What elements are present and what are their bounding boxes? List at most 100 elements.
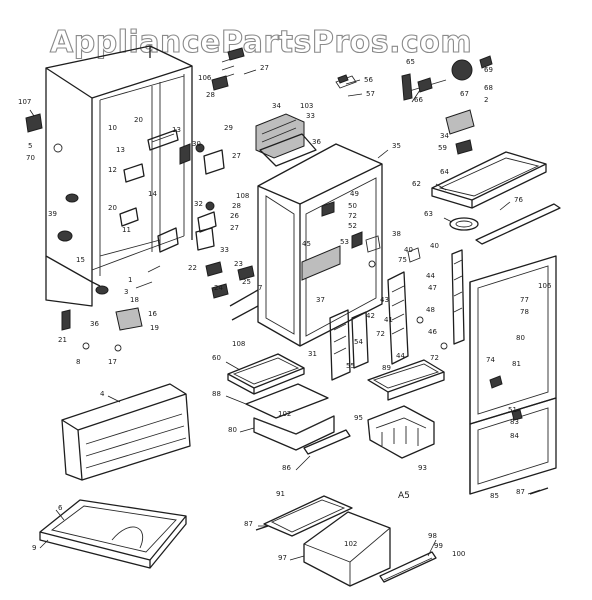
- label-80: 80: [516, 334, 525, 342]
- label-31: 31: [308, 350, 317, 358]
- label-22: 22: [188, 264, 197, 272]
- label-41: 41: [384, 316, 393, 324]
- label-106b: 106: [538, 282, 552, 290]
- label-98: 98: [428, 532, 437, 540]
- label-30: 30: [192, 140, 201, 148]
- label-5: 5: [28, 142, 32, 150]
- label-36b: 36: [312, 138, 321, 146]
- label-27: 27: [260, 64, 269, 72]
- label-36: 36: [90, 320, 99, 328]
- label-51: 51: [508, 406, 517, 414]
- label-43: 43: [380, 296, 389, 304]
- drain-pan: [39, 499, 187, 569]
- label-32: 32: [194, 200, 203, 208]
- label-77: 77: [520, 296, 529, 304]
- label-1: 1: [128, 276, 132, 284]
- label-49: 49: [350, 190, 359, 198]
- label-42: 42: [366, 312, 375, 320]
- label-37: 37: [316, 296, 325, 304]
- label-2: 2: [484, 96, 488, 104]
- label-72b: 72: [376, 330, 385, 338]
- label-12: 12: [108, 166, 117, 174]
- label-28: 28: [206, 91, 215, 99]
- label-15: 15: [76, 256, 85, 264]
- label-66: 66: [414, 96, 423, 104]
- label-87b: 87: [244, 520, 253, 528]
- label-93: 93: [418, 464, 427, 472]
- label-35: 35: [392, 142, 401, 150]
- label-A5: A5: [398, 491, 410, 501]
- label-33b: 33: [220, 246, 229, 254]
- label-29: 29: [224, 124, 233, 132]
- label-65: 65: [406, 58, 415, 66]
- label-56: 56: [364, 76, 373, 84]
- part-labels: 27 106 28 107 70 10 13 12 39 15 20 13 14…: [18, 58, 552, 562]
- watermark-text: AppliancePartsPros.com: [50, 25, 472, 60]
- label-11: 11: [122, 226, 131, 234]
- label-34: 34: [272, 102, 281, 110]
- label-69: 69: [484, 66, 493, 74]
- label-45: 45: [302, 240, 311, 248]
- center-hardware: [329, 235, 465, 381]
- label-44: 44: [426, 272, 435, 280]
- label-6: 6: [58, 504, 63, 512]
- label-33: 33: [306, 112, 315, 120]
- cabinet-hardware: [25, 47, 245, 352]
- label-55: 55: [346, 362, 355, 370]
- label-91: 91: [276, 490, 285, 498]
- label-64: 64: [440, 168, 449, 176]
- label-108b: 108: [232, 340, 245, 348]
- label-40b: 40: [430, 242, 439, 250]
- label-108: 108: [236, 192, 249, 200]
- label-7: 7: [258, 284, 262, 292]
- label-59: 59: [438, 144, 447, 152]
- label-34b: 34: [440, 132, 449, 140]
- label-97: 97: [278, 554, 287, 562]
- label-28b: 28: [232, 202, 241, 210]
- label-60: 60: [212, 354, 221, 362]
- shelves-and-pans: [227, 353, 445, 459]
- label-63: 63: [424, 210, 433, 218]
- label-99: 99: [434, 542, 443, 550]
- label-25: 25: [242, 278, 251, 286]
- label-24: 24: [214, 284, 223, 292]
- label-20: 20: [134, 116, 143, 124]
- control-assembly: [401, 55, 561, 245]
- label-53: 53: [340, 238, 349, 246]
- label-86: 86: [282, 464, 291, 472]
- label-57: 57: [366, 90, 375, 98]
- label-88: 88: [212, 390, 221, 398]
- label-80b: 80: [228, 426, 237, 434]
- label-23: 23: [234, 260, 243, 268]
- label-54: 54: [354, 338, 363, 346]
- label-52: 52: [348, 222, 357, 230]
- label-46: 46: [428, 328, 437, 336]
- label-74: 74: [486, 356, 495, 364]
- label-62: 62: [412, 180, 421, 188]
- label-78: 78: [520, 308, 529, 316]
- label-72c: 72: [430, 354, 439, 362]
- label-44b: 44: [396, 352, 405, 360]
- label-4: 4: [100, 390, 105, 398]
- label-50: 50: [348, 202, 357, 210]
- label-13b: 13: [172, 126, 181, 134]
- label-70: 70: [26, 154, 35, 162]
- label-10: 10: [108, 124, 117, 132]
- label-13: 13: [116, 146, 125, 154]
- label-87: 87: [516, 488, 525, 496]
- label-76: 76: [514, 196, 523, 204]
- label-81: 81: [512, 360, 521, 368]
- label-27b: 27: [232, 152, 241, 160]
- label-89: 89: [382, 364, 391, 372]
- label-102: 102: [278, 410, 291, 418]
- label-85: 85: [490, 492, 499, 500]
- bottom-crisper: [255, 495, 437, 587]
- label-8: 8: [76, 358, 80, 366]
- label-20b: 20: [108, 204, 117, 212]
- label-68: 68: [484, 84, 493, 92]
- label-84: 84: [510, 432, 519, 440]
- door-assembly: [469, 255, 557, 495]
- label-18: 18: [130, 296, 139, 304]
- label-27c: 27: [230, 224, 239, 232]
- label-107: 107: [18, 98, 31, 106]
